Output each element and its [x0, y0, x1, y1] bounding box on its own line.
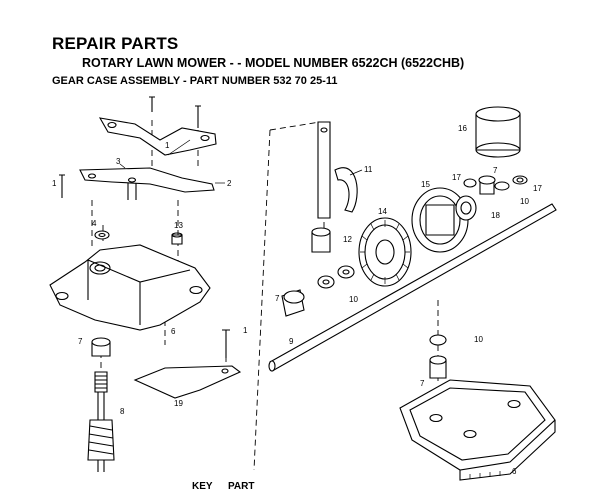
callout-10b: 10 [520, 197, 529, 206]
callout-1a: 1 [165, 141, 170, 150]
parts-list-header: KEY PART [0, 481, 603, 500]
bushing-and-worm-shaft [87, 337, 115, 472]
axle-washers [281, 265, 355, 317]
callout-7a: 7 [78, 337, 83, 346]
callout-8: 8 [120, 407, 125, 416]
callout-15: 15 [421, 180, 430, 189]
plate-and-bolt [133, 329, 242, 399]
callout-19: 19 [174, 399, 183, 408]
callout-9: 9 [289, 337, 294, 346]
callout-7c: 7 [493, 166, 498, 175]
callout-17b: 17 [533, 184, 542, 193]
assembly-subtitle: GEAR CASE ASSEMBLY - PART NUMBER 532 70 … [52, 75, 338, 87]
part-column-label: PART [228, 481, 255, 492]
washer-and-plug [94, 230, 183, 245]
sleeve [475, 106, 521, 158]
spur-gear [358, 217, 412, 287]
callout-labels: 1 2 3 1 4 13 6 7 8 19 1 9 7 10 12 11 14 … [52, 124, 542, 476]
callout-11: 11 [364, 165, 373, 174]
callout-6a: 6 [171, 327, 176, 336]
callout-6b: 6 [512, 467, 517, 476]
callout-4: 4 [92, 219, 97, 228]
axle [268, 203, 557, 372]
key-column-label: KEY [192, 481, 213, 492]
page-title: REPAIR PARTS [52, 34, 179, 53]
clutch [411, 187, 477, 253]
callout-18: 18 [491, 211, 500, 220]
model-subtitle: ROTARY LAWN MOWER - - MODEL NUMBER 6522C… [82, 56, 465, 70]
callout-3: 3 [116, 157, 121, 166]
gear-case [399, 334, 556, 481]
right-hardware [463, 175, 528, 195]
callout-7b: 7 [275, 294, 280, 303]
shift-fork-column [311, 121, 358, 253]
callout-2: 2 [227, 179, 232, 188]
gear-case-cover [49, 244, 211, 331]
bracket-assembly [59, 96, 217, 200]
callout-10a: 10 [349, 295, 358, 304]
callout-16: 16 [458, 124, 467, 133]
callout-13: 13 [174, 221, 183, 230]
callout-12: 12 [343, 235, 352, 244]
callout-1b: 1 [52, 179, 57, 188]
callout-17a: 17 [452, 173, 461, 182]
callout-7d: 7 [420, 379, 425, 388]
callout-1c: 1 [243, 326, 248, 335]
callout-10c: 10 [474, 335, 483, 344]
callout-14: 14 [378, 207, 387, 216]
